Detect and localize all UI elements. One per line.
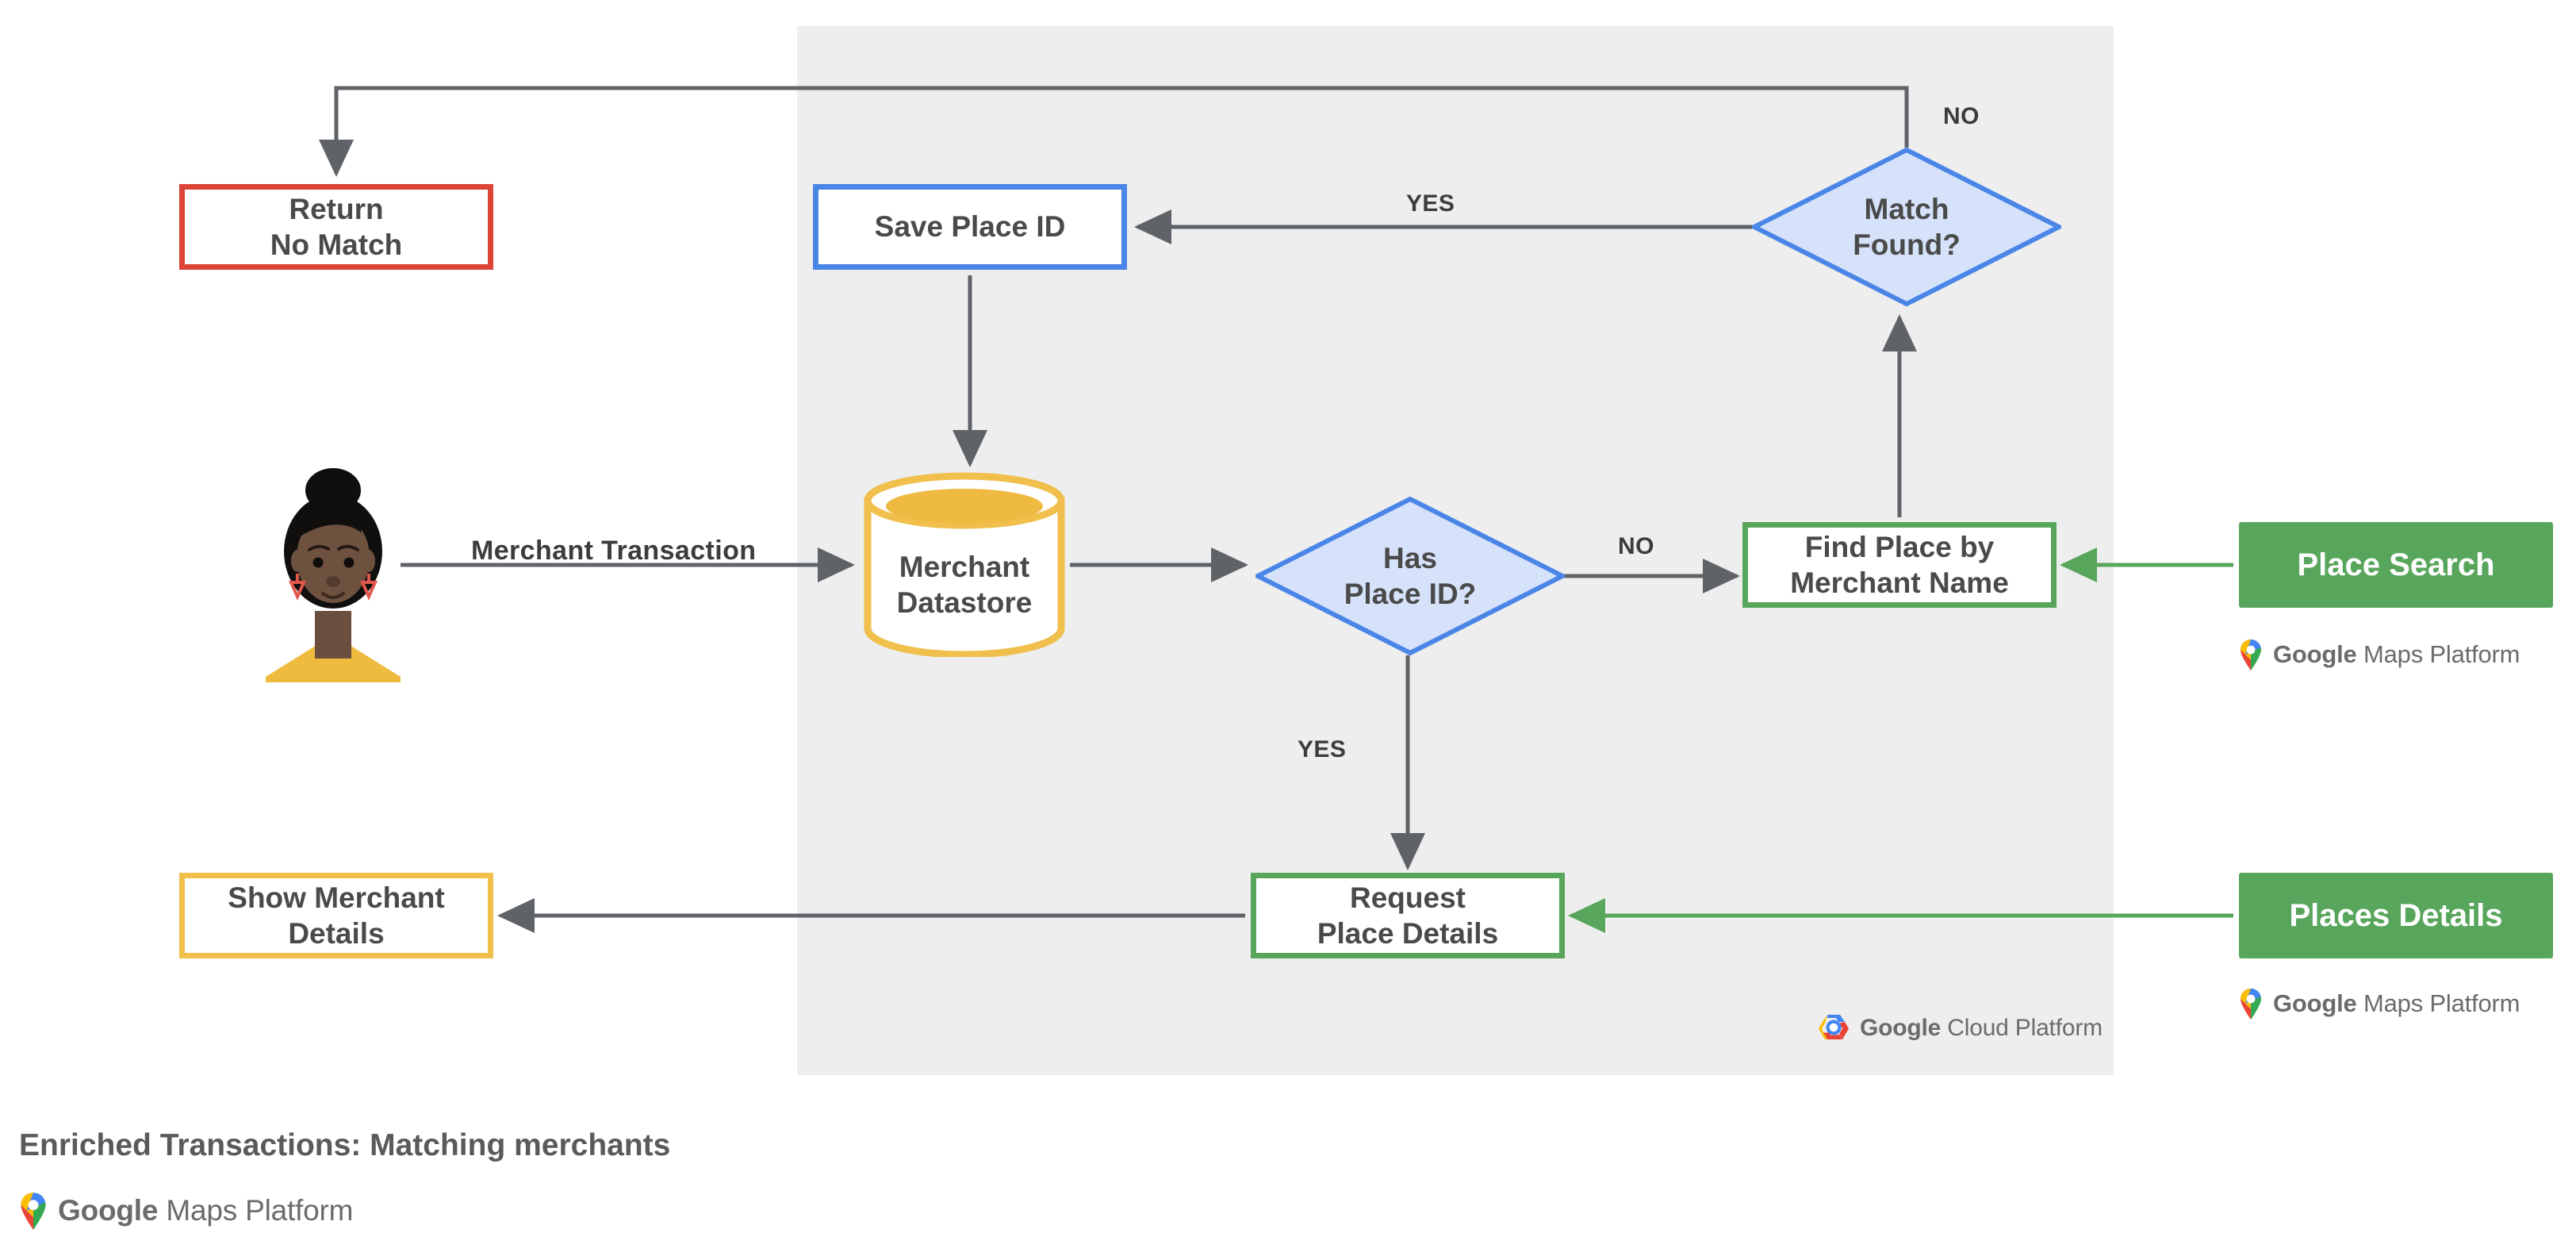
database-cylinder-icon bbox=[864, 472, 1065, 659]
diamond-shape bbox=[1252, 496, 1568, 656]
node-places-details-api[interactable]: Places Details bbox=[2239, 873, 2553, 958]
node-save-place-id[interactable]: Save Place ID bbox=[813, 184, 1127, 270]
logo-text-rest: Maps Platform bbox=[166, 1194, 354, 1227]
logo-text: Google Cloud Platform bbox=[1860, 1015, 2103, 1042]
logo-text-google: Google bbox=[2273, 640, 2357, 668]
logo-text: Google Maps Platform bbox=[58, 1194, 353, 1227]
logo-text-google: Google bbox=[2273, 989, 2357, 1017]
node-match-found-label: Match Found? bbox=[1853, 192, 1961, 261]
google-maps-platform-logo-places-details: Google Maps Platform bbox=[2239, 988, 2520, 1020]
node-show-merchant-details-label: Show Merchant Details bbox=[228, 881, 445, 950]
diamond-shape bbox=[1749, 147, 2064, 307]
logo-text-google: Google bbox=[1860, 1015, 1942, 1041]
node-place-search-label: Place Search bbox=[2297, 547, 2495, 582]
logo-text: Google Maps Platform bbox=[2273, 989, 2520, 1018]
page-title: Enriched Transactions: Matching merchant… bbox=[19, 1128, 671, 1162]
node-merchant-datastore-label: Merchant Datastore bbox=[896, 550, 1033, 619]
node-request-place-details[interactable]: Request Place Details bbox=[1251, 873, 1565, 958]
edge-label-yes-match-found: YES bbox=[1406, 190, 1455, 217]
node-show-merchant-details[interactable]: Show Merchant Details bbox=[179, 873, 493, 958]
edge-label-no-has-place-id: NO bbox=[1618, 533, 1654, 559]
google-cloud-hexagon-icon bbox=[1819, 1015, 1849, 1039]
google-maps-platform-logo-place-search: Google Maps Platform bbox=[2239, 639, 2520, 670]
node-save-place-id-label: Save Place ID bbox=[874, 210, 1066, 244]
logo-text-google: Google bbox=[58, 1194, 159, 1227]
google-maps-pin-icon bbox=[2241, 989, 2261, 1020]
node-request-place-details-label: Request Place Details bbox=[1317, 881, 1499, 950]
logo-text-rest: Cloud Platform bbox=[1947, 1015, 2103, 1041]
merchant-customer-avatar bbox=[266, 464, 401, 682]
logo-text-rest: Maps Platform bbox=[2363, 640, 2520, 668]
node-places-details-label: Places Details bbox=[2289, 897, 2503, 933]
edge-label-merchant-transaction: Merchant Transaction bbox=[471, 536, 757, 566]
logo-text: Google Maps Platform bbox=[2273, 640, 2520, 669]
google-maps-pin-icon bbox=[21, 1192, 46, 1230]
logo-text-rest: Maps Platform bbox=[2363, 989, 2520, 1017]
node-return-no-match[interactable]: Return No Match bbox=[179, 184, 493, 270]
node-find-place-label: Find Place by Merchant Name bbox=[1790, 530, 2009, 599]
node-merchant-datastore[interactable]: Merchant Datastore bbox=[862, 472, 1067, 659]
node-place-search-api[interactable]: Place Search bbox=[2239, 522, 2553, 608]
google-maps-platform-logo-footer: Google Maps Platform bbox=[19, 1192, 353, 1230]
node-match-found-decision[interactable]: Match Found? bbox=[1749, 147, 2064, 307]
google-maps-pin-icon bbox=[2241, 639, 2261, 670]
edge-label-no-match-found: NO bbox=[1943, 103, 1980, 129]
edge-label-yes-has-place-id: YES bbox=[1298, 736, 1347, 762]
node-has-place-id-decision[interactable]: Has Place ID? bbox=[1252, 496, 1568, 656]
node-find-place-by-merchant-name[interactable]: Find Place by Merchant Name bbox=[1742, 522, 2057, 608]
google-cloud-platform-logo: Google Cloud Platform bbox=[1818, 1013, 2103, 1043]
node-has-place-id-label: Has Place ID? bbox=[1344, 541, 1477, 610]
node-return-no-match-label: Return No Match bbox=[270, 192, 403, 261]
